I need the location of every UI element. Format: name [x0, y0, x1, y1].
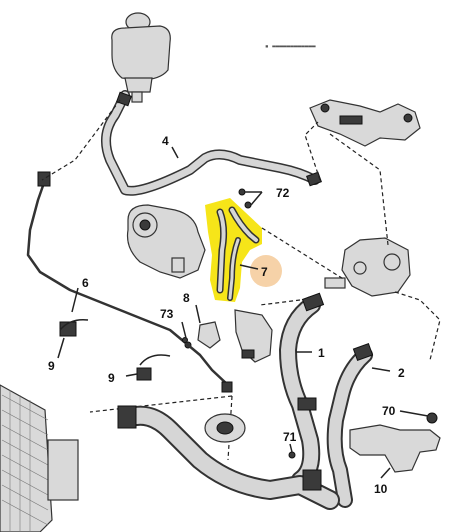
sensor-8-assembly — [184, 309, 273, 363]
callout-70: 70 — [382, 404, 396, 418]
callout-2: 2 — [398, 366, 405, 380]
header-code: ▪ ▬▬▬▬▬▬▬▬▬▬▬▬ — [265, 43, 316, 50]
radiator — [0, 384, 79, 532]
expansion-tank — [111, 12, 171, 103]
vent-line-6 — [26, 171, 233, 393]
lower-radiator-hose — [117, 405, 340, 510]
callout-72: 72 — [276, 186, 290, 200]
turbocharger — [126, 204, 206, 279]
callout-4: 4 — [162, 134, 169, 148]
highlighted-pipe-7 — [205, 198, 262, 302]
callout-6: 6 — [82, 276, 89, 290]
thermostat-housing-upper — [309, 99, 421, 147]
callout-9-center: 9 — [108, 371, 115, 385]
bracket-10 — [349, 412, 441, 473]
callout-10: 10 — [374, 482, 388, 496]
callout-1: 1 — [318, 346, 325, 360]
callout-7: 7 — [261, 265, 268, 279]
bolt-71 — [288, 451, 296, 459]
callout-71: 71 — [283, 430, 297, 444]
coolant-outlet-housing — [324, 237, 411, 297]
hose-2 — [326, 342, 374, 508]
clip-9-left — [59, 318, 89, 337]
bolts-72 — [238, 188, 263, 209]
callout-8: 8 — [183, 291, 190, 305]
callout-73: 73 — [160, 307, 174, 321]
coolant-pump — [204, 413, 246, 443]
bolt-73 — [182, 337, 188, 343]
clip-9-center — [136, 354, 171, 381]
hose-1 — [279, 292, 325, 489]
callout-9-left: 9 — [48, 359, 55, 373]
callout-7-circle — [250, 255, 282, 287]
hose-4 — [101, 90, 322, 196]
